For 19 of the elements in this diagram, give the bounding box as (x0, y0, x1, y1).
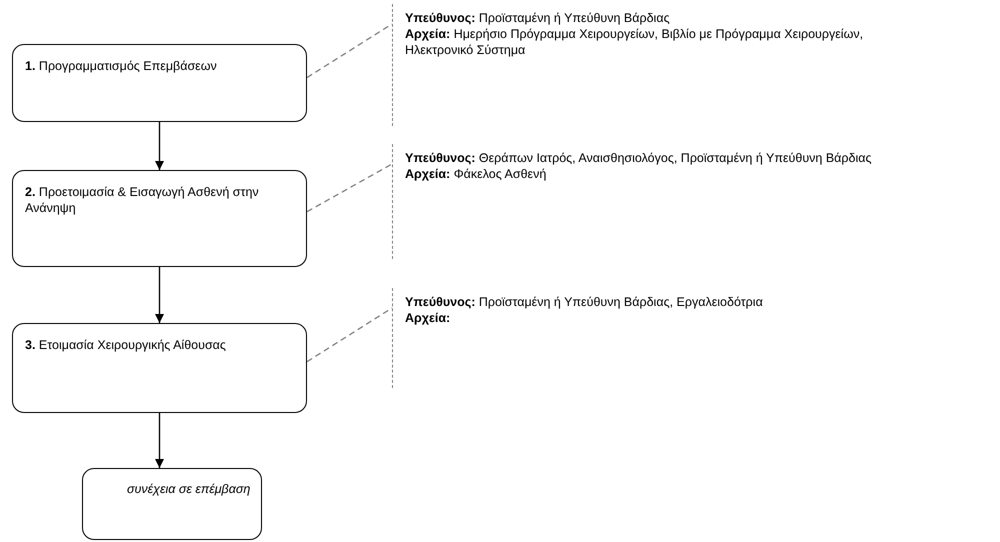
terminator-box (82, 468, 262, 540)
annotation-text: Αρχεία: (405, 310, 452, 326)
step-label: 1. Προγραμματισμός Επεμβάσεων (25, 58, 218, 74)
arrow (155, 122, 164, 170)
annotation-text: Υπεύθυνος: Θεράπων Ιατρός, Αναισθησιολόγος, Προϊσταμένη ή Υπεύθυνη Βάρδιας (405, 150, 873, 166)
annotation-text: Αρχεία: Φάκελος Ασθενή (405, 166, 548, 182)
annotation-text: Υπεύθυνος: Προϊσταμένη ή Υπεύθυνη Βάρδιας, Εργαλειοδότρια (405, 294, 764, 310)
process-box (12, 44, 307, 122)
arrow (155, 413, 164, 468)
leader-line (306, 307, 392, 362)
annotation-text: Αρχεία: Ημερήσιο Πρόγραμμα Χειρουργείων, Βιβλίο με Πρόγραμμα Χειρουργείων, Ηλεκτρονικό Σύστημα (405, 26, 864, 58)
step-label: συνέχεια σε επέμβαση (127, 481, 251, 497)
step-label: 3. Ετοιμασία Χειρουργικής Αίθουσας (25, 337, 227, 353)
process-box (12, 170, 307, 267)
process-box (12, 323, 307, 413)
arrow (155, 267, 164, 323)
leader-line (306, 23, 392, 78)
annotation-text: Υπεύθυνος: Προϊσταμένη ή Υπεύθυνη Βάρδιας (405, 10, 671, 26)
step-label: 2. Προετοιμασία & Εισαγωγή Ασθενή στην Ανάνηψη (25, 184, 260, 216)
